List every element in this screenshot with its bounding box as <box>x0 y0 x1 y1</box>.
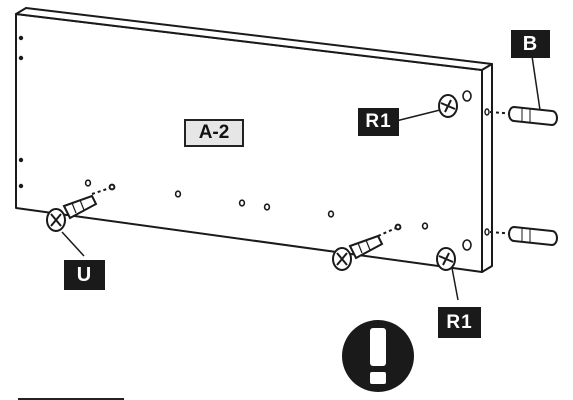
cam-lock-callout-label-bottom: R1 <box>438 307 481 338</box>
dowel-callout-label: B <box>511 30 550 58</box>
warning-icon <box>342 320 414 392</box>
panel-label: A-2 <box>184 119 244 147</box>
cam-lock-callout-label-top: R1 <box>358 108 399 136</box>
cam-lock-leader-bottom <box>451 267 459 301</box>
cam-bolt-icon <box>46 183 116 232</box>
panel-board <box>15 7 493 273</box>
cam-lock-icon <box>438 94 458 118</box>
cam-bolt-leader-left <box>61 231 85 257</box>
cam-bolt-callout-label: U <box>64 260 105 290</box>
divider-line <box>18 398 124 400</box>
wooden-dowel-icon <box>489 105 558 127</box>
dowel-leader-line <box>531 55 541 111</box>
face-holes <box>84 90 472 251</box>
cam-lock-leader-top <box>395 109 441 122</box>
edge-holes-right <box>484 108 490 236</box>
wooden-dowel-icon <box>489 225 558 247</box>
cam-lock-icon <box>436 247 456 271</box>
cam-bolt-icon <box>332 223 402 271</box>
edge-holes-left <box>18 35 24 189</box>
